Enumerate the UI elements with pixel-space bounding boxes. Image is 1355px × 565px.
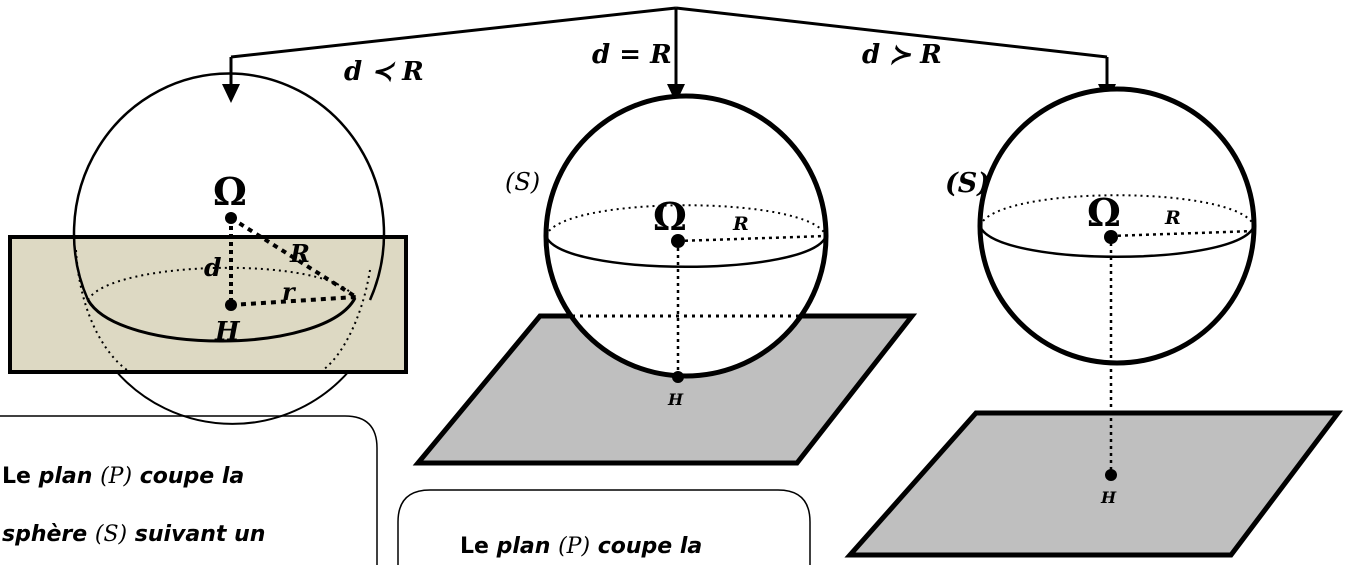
radius-label-r: r: [282, 277, 297, 306]
center-label-middle: Ω: [653, 194, 687, 239]
foot-label-middle: H: [667, 390, 684, 409]
arrow-head-middle-icon: [667, 84, 685, 103]
radius-segment-right: [1110, 229, 1255, 238]
distance-label-d: d: [204, 253, 221, 282]
caption-box-middle-border: [397, 489, 811, 565]
case-disjoint: Ω R H (S): [844, 86, 1344, 558]
plane-beige: [8, 235, 408, 374]
condition-label-less: d ≺ R: [344, 57, 424, 87]
circle-back-dotted: [87, 266, 356, 301]
caption-left-line-2: sphère (S) suivant un: [2, 522, 265, 547]
caption-box-middle: Le plan (P) coupe la: [397, 489, 811, 565]
radius-segment-r: [230, 295, 357, 307]
condition-label-equal: d = R: [592, 40, 672, 70]
sphere-label-right: (S): [945, 168, 990, 199]
radius-label-R: R: [289, 239, 310, 268]
sphere-lower-arc: [114, 369, 351, 425]
caption-box-left: Le plan (P) coupe la sphère (S) suivant …: [0, 415, 378, 565]
branch-line-left: [230, 6, 677, 59]
case-intersecting: Ω H d R r: [8, 72, 408, 425]
case-tangent: Ω R H (S): [412, 93, 918, 466]
center-point-omega: [225, 212, 237, 224]
center-point-middle: [671, 234, 685, 248]
center-point-right: [1104, 230, 1118, 244]
branch-line-right: [675, 6, 1108, 59]
equator-front-middle: [544, 235, 828, 268]
sphere-fill-middle: [546, 96, 826, 376]
caption-middle-line-1: Le plan (P) coupe la: [460, 534, 702, 559]
caption-box-left-border: [0, 415, 378, 565]
center-label-right: Ω: [1087, 190, 1121, 235]
tangent-point-h: [672, 371, 684, 383]
foot-point-h: [225, 299, 237, 311]
equator-front-right: [978, 225, 1256, 258]
foot-label-right: H: [1100, 488, 1117, 507]
caption-left-line-1: Le plan (P) coupe la: [2, 464, 244, 489]
center-label-omega: Ω: [213, 169, 247, 214]
plane-gray-right: [844, 410, 1344, 558]
radius-label-middle: R: [732, 213, 749, 235]
foot-point-right: [1105, 469, 1117, 481]
sphere-hidden-left: [75, 249, 131, 373]
arrow-head-left-icon: [222, 84, 240, 103]
radius-segment-R: [229, 216, 358, 299]
foot-label-h: H: [214, 317, 241, 347]
condition-label-greater: d ≻ R: [862, 40, 942, 70]
sphere-hidden-right: [319, 269, 371, 373]
sphere-outline-left: [72, 72, 386, 301]
radius-label-right: R: [1164, 207, 1181, 229]
equator-back-right: [979, 194, 1255, 227]
circle-front-solid: [86, 297, 357, 343]
branch-connector: [229, 6, 1109, 90]
sphere-label-middle: (S): [505, 168, 540, 196]
